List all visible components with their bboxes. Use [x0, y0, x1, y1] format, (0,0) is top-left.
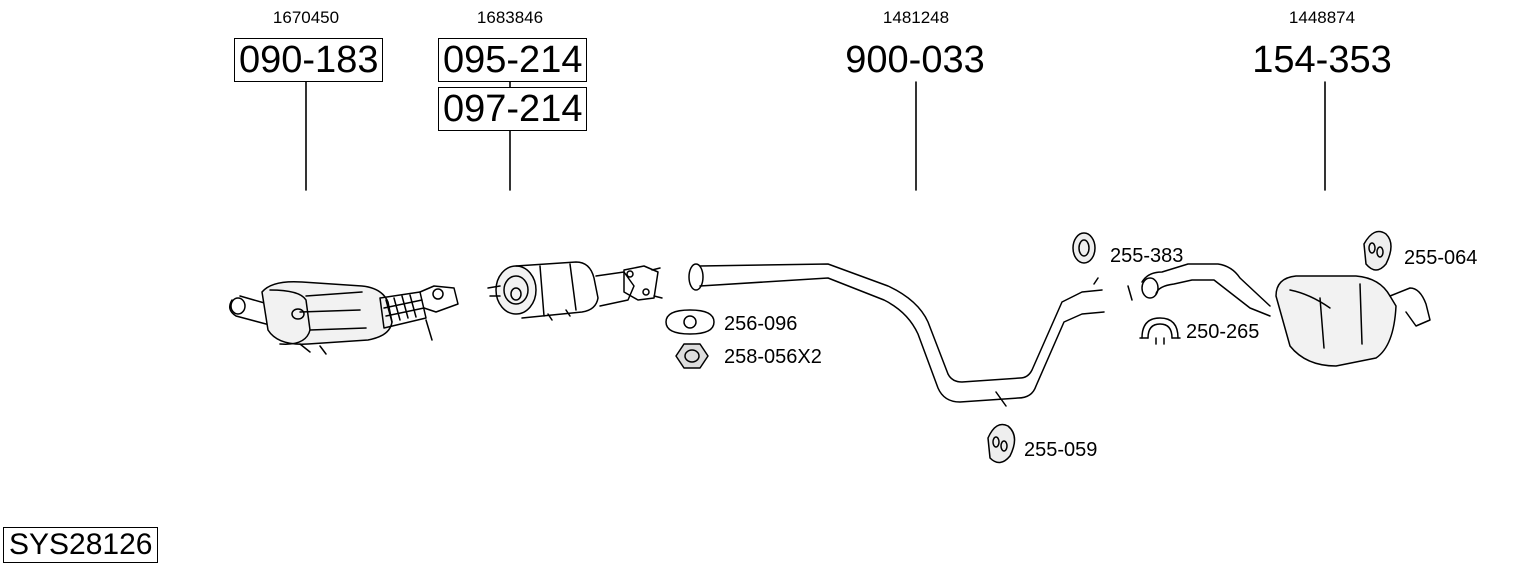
- catalyst-drawing[interactable]: [229, 280, 459, 355]
- middle-pipe-drawing[interactable]: [688, 263, 1133, 407]
- hex-nut-icon: [675, 343, 709, 369]
- part-number-particulate-filter[interactable]: 095-214: [438, 38, 588, 82]
- particulate-filter-drawing[interactable]: [487, 261, 663, 321]
- accessory-label-nut[interactable]: 258-056X2: [724, 346, 822, 368]
- part-number-catalyst[interactable]: 090-183: [234, 38, 384, 82]
- accessory-label-hanger-a[interactable]: 255-383: [1110, 245, 1184, 267]
- oem-number-middle-pipe: 1481248: [882, 8, 950, 27]
- rubber-ring-icon: [1072, 232, 1096, 264]
- rubber-hanger-icon: [987, 423, 1016, 464]
- part-number-middle-pipe[interactable]: 900-033: [845, 39, 985, 81]
- leader-lines: [305, 79, 1326, 191]
- oem-number-catalyst: 1670450: [272, 8, 340, 27]
- part-number-particulate-filter-alt[interactable]: 097-214: [438, 87, 588, 131]
- clamp-icon: [1139, 317, 1181, 345]
- accessory-label-hanger-b[interactable]: 255-064: [1404, 247, 1478, 269]
- accessory-label-hanger-c[interactable]: 255-059: [1024, 439, 1098, 461]
- rear-silencer-drawing[interactable]: [1141, 263, 1431, 367]
- system-code: SYS28126: [3, 527, 159, 563]
- oem-number-rear-silencer: 1448874: [1288, 8, 1356, 27]
- rubber-hanger-icon: [1363, 230, 1392, 271]
- part-number-rear-silencer[interactable]: 154-353: [1252, 39, 1392, 81]
- accessory-label-gasket[interactable]: 256-096: [724, 313, 798, 335]
- gasket-icon: [665, 309, 715, 335]
- accessory-label-clamp[interactable]: 250-265: [1186, 321, 1260, 343]
- oem-number-particulate-filter: 1683846: [476, 8, 544, 27]
